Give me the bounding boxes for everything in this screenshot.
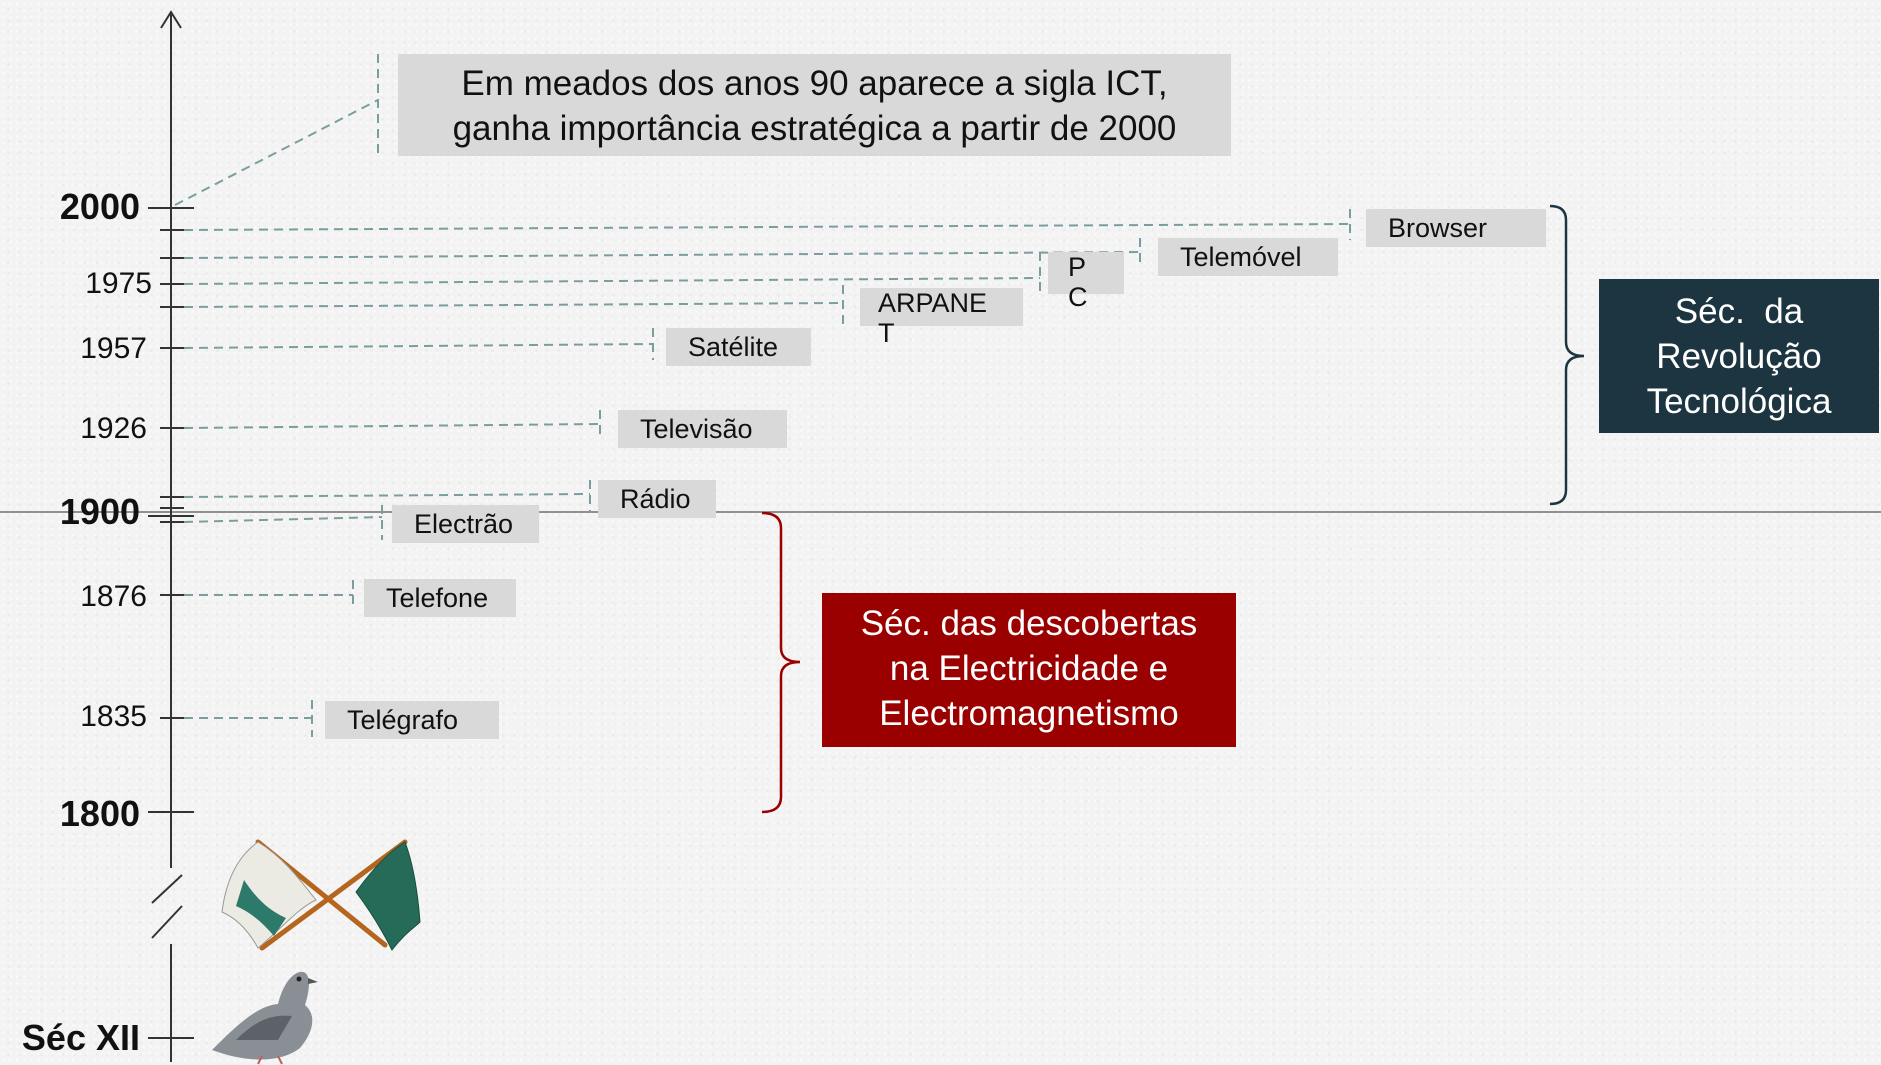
- event-browser-label: Browser: [1388, 213, 1488, 243]
- crossed-signal-flags-icon: [221, 839, 421, 951]
- event-satelite: Satélite: [666, 328, 811, 366]
- year-label-1957: 1957: [80, 332, 147, 365]
- event-televisao: Televisão: [618, 410, 787, 448]
- year-label-1900: 1900: [59, 491, 140, 532]
- era-descobertas-line3: Electromagnetismo: [879, 694, 1179, 733]
- bracket-descobertas: [761, 511, 801, 814]
- era-revolucao-line2: Revolução: [1656, 337, 1822, 376]
- event-satelite-label: Satélite: [688, 332, 779, 362]
- ict-callout: Em meados dos anos 90 aparece a sigla IC…: [398, 54, 1231, 156]
- event-pc: P C: [1048, 252, 1124, 312]
- ict-callout-line2: ganha importância estratégica a partir d…: [452, 109, 1177, 148]
- era-descobertas-electricidade: Séc. das descobertas na Electricidade e …: [822, 593, 1236, 747]
- event-electrao: Electrão: [392, 505, 539, 543]
- year-label-sec-xii: Séc XII: [21, 1017, 140, 1058]
- event-telegrafo: Telégrafo: [325, 701, 499, 739]
- event-pc-label-line2: C: [1068, 282, 1088, 312]
- event-televisao-label: Televisão: [640, 414, 753, 444]
- era-revolucao-tecnologica: Séc. da Revolução Tecnológica: [1599, 279, 1879, 433]
- event-radio: Rádio: [598, 480, 716, 518]
- event-radio-label: Rádio: [620, 484, 691, 514]
- event-arpanet-label-line2: T: [878, 318, 895, 348]
- bracket-revolucao: [1549, 204, 1585, 506]
- event-electrao-label: Electrão: [414, 509, 514, 539]
- event-connectors: [174, 54, 1351, 737]
- era-revolucao-line1: Séc. da: [1674, 292, 1804, 331]
- event-arpanet-label-line1: ARPANE: [878, 288, 988, 318]
- event-telefone-label: Telefone: [386, 583, 489, 613]
- event-telefone: Telefone: [364, 579, 516, 617]
- event-browser: Browser: [1366, 209, 1546, 247]
- carrier-pigeon-icon: [212, 971, 318, 1065]
- axis-ticks: [148, 207, 194, 1039]
- timeline-axis: [151, 10, 183, 1062]
- year-label-1975: 1975: [85, 267, 152, 300]
- year-label-1926: 1926: [80, 412, 147, 445]
- year-label-1800: 1800: [59, 793, 140, 834]
- year-label-1835: 1835: [80, 700, 147, 733]
- year-label-1876: 1876: [80, 580, 147, 613]
- ict-callout-line1: Em meados dos anos 90 aparece a sigla IC…: [461, 64, 1168, 103]
- year-label-2000: 2000: [59, 186, 140, 227]
- event-telemovel-label: Telemóvel: [1180, 242, 1302, 272]
- event-arpanet: ARPANE T: [860, 288, 1023, 348]
- event-pc-label-line1: P: [1068, 252, 1087, 282]
- event-telegrafo-label: Telégrafo: [347, 705, 459, 735]
- era-revolucao-line3: Tecnológica: [1646, 382, 1832, 421]
- event-telemovel: Telemóvel: [1158, 238, 1338, 276]
- era-descobertas-line1: Séc. das descobertas: [860, 604, 1198, 643]
- era-descobertas-line2: na Electricidade e: [889, 649, 1169, 688]
